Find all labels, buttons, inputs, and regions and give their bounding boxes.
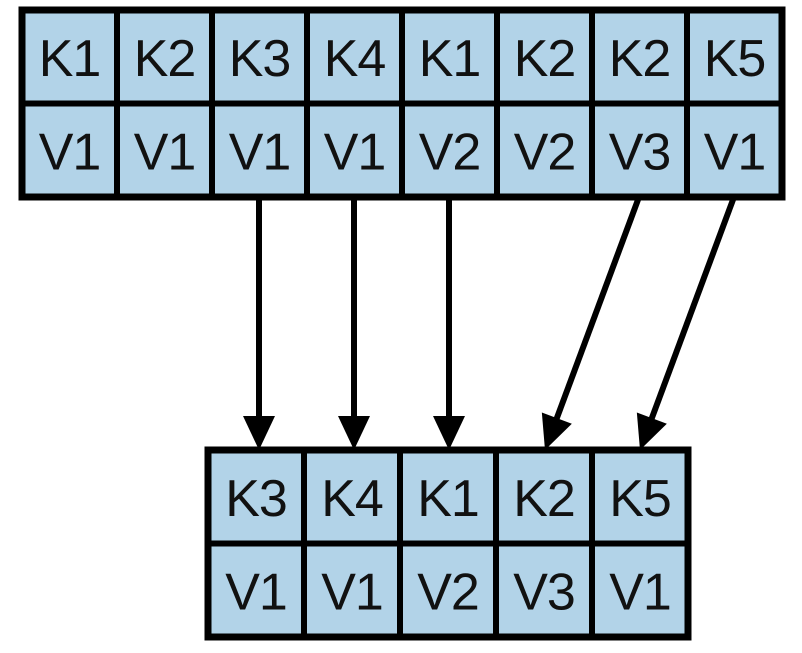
output-table-cell-label: K5: [609, 470, 671, 528]
arrow-k5-to-k5-stem: [646, 195, 737, 425]
arrow-k1-to-k1-head: [433, 416, 465, 450]
output-table-cell-label: K3: [225, 470, 287, 528]
input-table-cell-label: K3: [229, 30, 291, 88]
input-table-cell: [684, 7, 785, 107]
input-table-cell-label: V2: [514, 123, 576, 181]
input-table-cell-label: K2: [609, 30, 671, 88]
arrow-k5-to-k5: [636, 195, 737, 450]
output-table-cell: [205, 540, 307, 640]
arrow-k3-to-k3: [243, 197, 275, 450]
input-table-cell-label: K2: [134, 30, 196, 88]
arrow-k2-to-k2-stem: [551, 195, 642, 425]
input-table-cell: [684, 100, 785, 200]
input-table-cell-label: K4: [324, 30, 386, 88]
arrow-k2-to-k2-head: [541, 412, 572, 450]
output-table-cell-label: K4: [321, 470, 383, 528]
input-table-keys-row: K1 K2 K3 K4 K1 K2 K2 K5: [19, 7, 785, 107]
arrow-k3-to-k3-head: [243, 416, 275, 450]
output-table-cell-label: K1: [417, 470, 479, 528]
input-table-values-row: V1 V1 V1 V1 V2 V2 V3 V1: [19, 100, 785, 200]
output-table-outline: [204, 446, 692, 641]
input-table-cell: [114, 100, 215, 200]
input-table-cell-label: K1: [419, 30, 481, 88]
input-table-cell-label: V1: [39, 123, 101, 181]
input-table-cell-label: V1: [704, 123, 766, 181]
output-table-cell: [589, 540, 691, 640]
arrow-group: [243, 195, 737, 450]
arrow-k4-to-k4: [338, 197, 370, 450]
arrow-k5-to-k5-head: [636, 412, 667, 450]
input-table-cell-label: K1: [39, 30, 101, 88]
arrow-k1-to-k1: [433, 197, 465, 450]
input-table-cell-label: K2: [514, 30, 576, 88]
output-table-cell-label: V2: [417, 563, 479, 621]
input-table-cell-label: V3: [609, 123, 671, 181]
arrow-k4-to-k4-head: [338, 416, 370, 450]
output-table-values-row: V1 V1 V2 V3 V1: [205, 540, 691, 640]
input-table-cell-label: V1: [229, 123, 291, 181]
arrow-k2-to-k2: [541, 195, 642, 450]
output-table-cell: [397, 447, 499, 547]
input-table-outline: [18, 6, 786, 201]
output-table-cell-label: K2: [513, 470, 575, 528]
output-table-cell-label: V1: [321, 563, 383, 621]
output-table-cell-label: V3: [513, 563, 575, 621]
input-table-cell-label: V1: [324, 123, 386, 181]
input-table-cell-label: K5: [704, 30, 766, 88]
output-table-cell-label: V1: [225, 563, 287, 621]
output-table-keys-row: K3 K4 K1 K2 K5: [205, 447, 691, 547]
output-table-cell-label: V1: [609, 563, 671, 621]
input-table-cell-label: V1: [134, 123, 196, 181]
input-table-cell-label: V2: [419, 123, 481, 181]
